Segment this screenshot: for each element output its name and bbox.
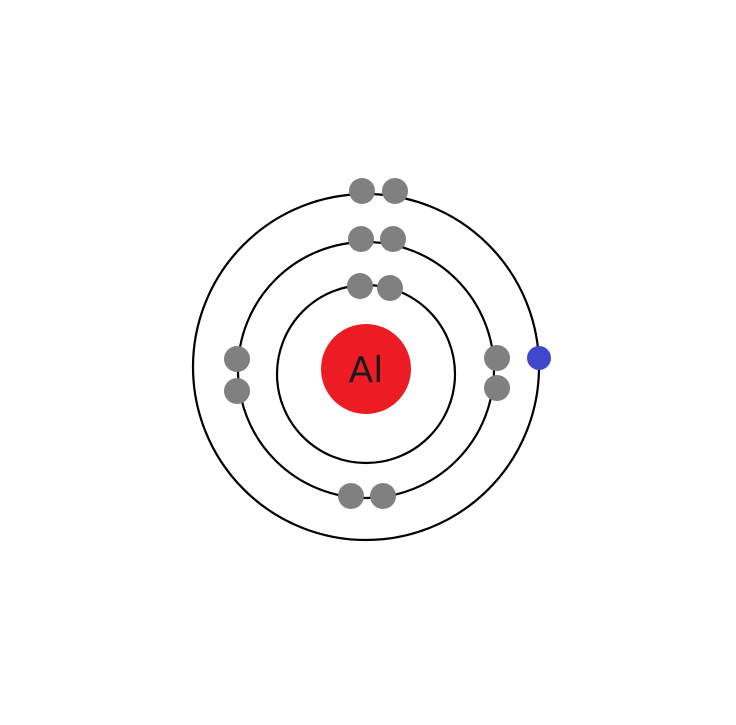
electron xyxy=(484,345,510,371)
electron xyxy=(224,378,250,404)
electron xyxy=(224,346,250,372)
nucleus xyxy=(321,324,411,414)
electron xyxy=(370,483,396,509)
electron xyxy=(347,273,373,299)
electron xyxy=(484,375,510,401)
electron xyxy=(382,178,408,204)
electron xyxy=(377,275,403,301)
valence-electron-highlight xyxy=(527,346,551,370)
electron xyxy=(349,178,375,204)
electron xyxy=(338,483,364,509)
electron xyxy=(348,226,374,252)
electron xyxy=(380,226,406,252)
element-symbol: Al xyxy=(349,350,384,391)
